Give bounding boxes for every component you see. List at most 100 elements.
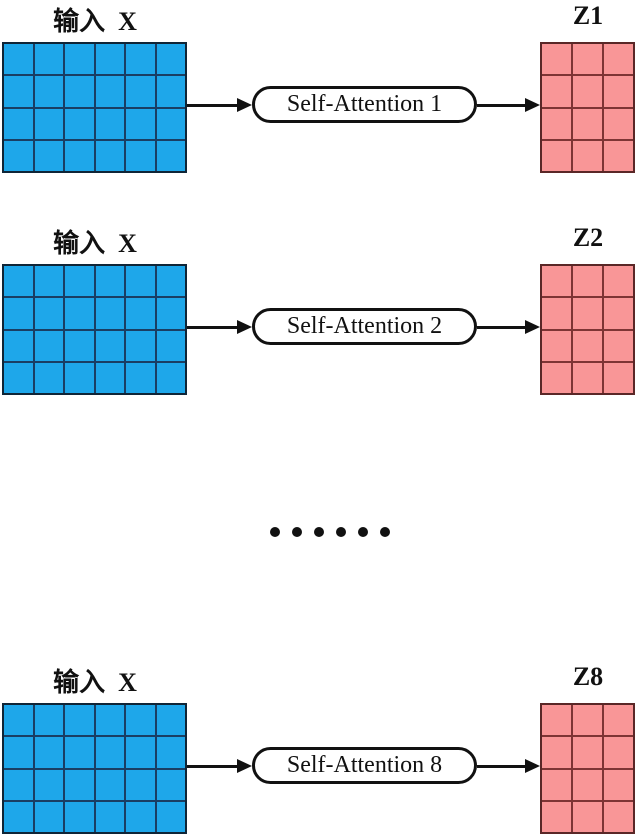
matrix-cell xyxy=(95,769,124,800)
arrowhead-icon xyxy=(525,759,540,773)
matrix-cell xyxy=(604,737,633,768)
matrix-cell xyxy=(34,76,63,107)
matrix-cell xyxy=(156,76,185,107)
matrix-cell xyxy=(34,801,63,832)
matrix-cell xyxy=(4,266,33,297)
matrix-cell xyxy=(95,705,124,736)
matrix-cell xyxy=(65,76,94,107)
input-matrix-label: 输入 X xyxy=(53,229,137,258)
matrix-cell xyxy=(4,76,33,107)
matrix-cell xyxy=(65,108,94,139)
matrix-cell xyxy=(34,108,63,139)
matrix-cell xyxy=(573,140,602,171)
matrix-cell xyxy=(126,769,155,800)
matrix-cell xyxy=(542,737,571,768)
arrow-shaft xyxy=(187,103,237,107)
matrix-cell xyxy=(156,705,185,736)
arrow-shaft xyxy=(477,103,525,107)
self-attention-node: Self-Attention 2 xyxy=(252,308,477,345)
matrix-cell xyxy=(65,298,94,329)
self-attention-node: Self-Attention 1 xyxy=(252,86,477,123)
arrowhead-icon xyxy=(237,98,252,112)
matrix-cell xyxy=(34,769,63,800)
matrix-cell xyxy=(34,298,63,329)
input-matrix xyxy=(2,42,187,173)
matrix-cell xyxy=(542,140,571,171)
matrix-cell xyxy=(65,801,94,832)
matrix-cell xyxy=(65,705,94,736)
matrix-cell xyxy=(4,108,33,139)
matrix-cell xyxy=(156,266,185,297)
matrix-cell xyxy=(604,44,633,75)
matrix-cell xyxy=(34,362,63,393)
matrix-cell xyxy=(156,44,185,75)
ellipsis-dot xyxy=(336,527,346,537)
output-matrix xyxy=(540,264,635,395)
arrow-connector xyxy=(187,320,252,334)
matrix-cell xyxy=(4,362,33,393)
matrix-cell xyxy=(573,266,602,297)
output-matrix xyxy=(540,42,635,173)
arrow-shaft xyxy=(477,325,525,329)
attention-head-row-8: 输入 X Self-Attention 8 Z8 xyxy=(0,661,640,836)
matrix-cell xyxy=(604,266,633,297)
matrix-cell xyxy=(126,76,155,107)
matrix-cell xyxy=(4,737,33,768)
arrowhead-icon xyxy=(237,759,252,773)
matrix-cell xyxy=(573,737,602,768)
arrow-connector xyxy=(477,98,540,112)
matrix-cell xyxy=(126,298,155,329)
ellipsis-separator xyxy=(20,524,640,540)
matrix-cell xyxy=(65,362,94,393)
matrix-cell xyxy=(156,801,185,832)
matrix-cell xyxy=(156,330,185,361)
matrix-cell xyxy=(542,330,571,361)
matrix-cell xyxy=(34,705,63,736)
matrix-cell xyxy=(604,76,633,107)
matrix-cell xyxy=(34,266,63,297)
output-matrix-label: Z8 xyxy=(572,662,604,691)
matrix-cell xyxy=(95,76,124,107)
matrix-cell xyxy=(4,298,33,329)
input-matrix-label: 输入 X xyxy=(53,668,137,697)
matrix-cell xyxy=(4,330,33,361)
matrix-cell xyxy=(95,362,124,393)
matrix-cell xyxy=(95,108,124,139)
matrix-cell xyxy=(542,362,571,393)
arrow-connector xyxy=(477,320,540,334)
input-matrix xyxy=(2,703,187,834)
matrix-cell xyxy=(542,108,571,139)
matrix-cell xyxy=(34,44,63,75)
input-matrix xyxy=(2,264,187,395)
matrix-cell xyxy=(4,769,33,800)
ellipsis-dot xyxy=(314,527,324,537)
matrix-cell xyxy=(542,44,571,75)
matrix-cell xyxy=(126,330,155,361)
arrow-shaft xyxy=(187,764,237,768)
arrow-shaft xyxy=(477,764,525,768)
output-matrix-label: Z2 xyxy=(572,223,604,252)
matrix-cell xyxy=(156,362,185,393)
matrix-cell xyxy=(126,108,155,139)
arrowhead-icon xyxy=(525,98,540,112)
matrix-cell xyxy=(4,44,33,75)
arrow-connector xyxy=(477,759,540,773)
matrix-cell xyxy=(156,140,185,171)
matrix-cell xyxy=(65,737,94,768)
matrix-cell xyxy=(156,108,185,139)
matrix-cell xyxy=(604,801,633,832)
ellipsis-dot xyxy=(292,527,302,537)
matrix-cell xyxy=(65,330,94,361)
attention-head-row-2: 输入 X Self-Attention 2 Z2 xyxy=(0,222,640,397)
matrix-cell xyxy=(573,44,602,75)
matrix-cell xyxy=(126,737,155,768)
matrix-cell xyxy=(542,298,571,329)
ellipsis-dot xyxy=(358,527,368,537)
matrix-cell xyxy=(573,108,602,139)
matrix-cell xyxy=(34,737,63,768)
matrix-cell xyxy=(573,362,602,393)
matrix-cell xyxy=(65,266,94,297)
matrix-cell xyxy=(604,298,633,329)
matrix-cell xyxy=(4,140,33,171)
matrix-cell xyxy=(604,769,633,800)
